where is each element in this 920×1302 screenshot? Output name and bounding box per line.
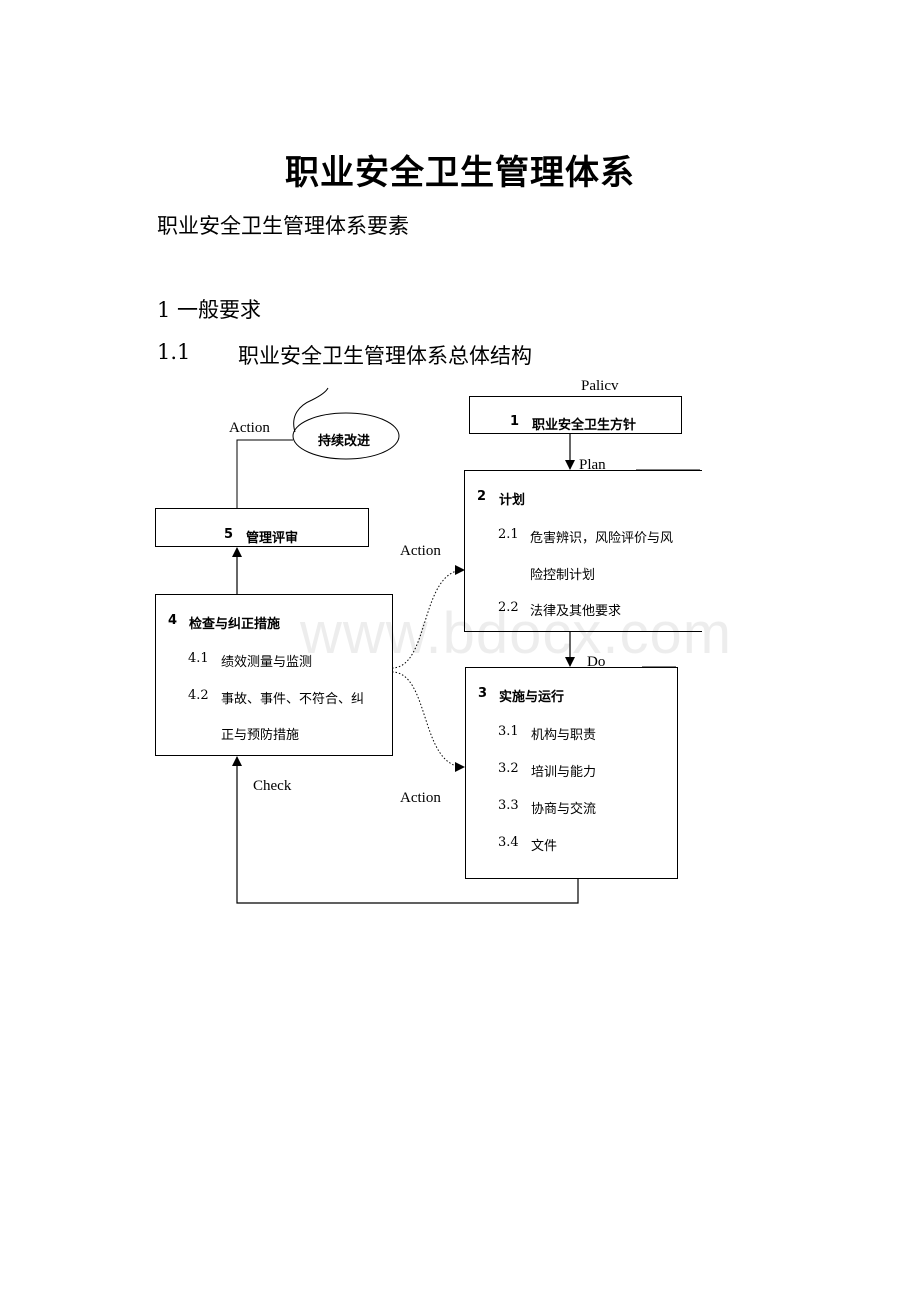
label-check: Check (253, 778, 292, 794)
section-heading-1: 1 一般要求 (157, 298, 262, 322)
label-policy: Palicv (581, 378, 619, 394)
section-number-1-1: 1.1 (157, 340, 191, 364)
checking-item-text: 绩效测量与监测 (221, 655, 313, 670)
box-review-title: 管理评审 (246, 531, 299, 546)
box-checking-title: 检查与纠正措施 (189, 617, 281, 632)
plan-item-number: 2.2 (498, 600, 519, 615)
continuous-improvement-ellipse (292, 412, 400, 460)
box-plan: 2 计划 2.1 危害辨识，风险评价与风 险控制计划 2.2 法律及其他要求 (464, 470, 702, 632)
page-title: 职业安全卫生管理体系 (285, 153, 635, 193)
dotted-arrow-action-to-do (391, 671, 465, 772)
label-do: Do (587, 654, 606, 670)
checking-item-number: 4.2 (188, 688, 209, 703)
watermark: www.bdocx.com (300, 601, 733, 666)
box-implementation-number: 3 (478, 686, 488, 701)
line-review-to-improvement (236, 439, 293, 508)
plan-item-text-cont: 险控制计划 (530, 568, 596, 583)
implementation-item-number: 3.2 (498, 761, 519, 776)
box-review-number: 5 (224, 527, 234, 542)
box-policy: 1 职业安全卫生方针 (469, 396, 682, 434)
implementation-item-text: 文件 (531, 839, 558, 854)
checking-item-text: 事故、事件、不符合、纠 (221, 692, 365, 707)
label-action-bottom: Action (400, 790, 441, 806)
implementation-item-number: 3.1 (498, 724, 519, 739)
box-plan-title: 计划 (499, 493, 526, 508)
box-plan-number: 2 (477, 489, 487, 504)
arrow-do-to-check (232, 756, 579, 904)
label-action-top: Action (229, 420, 270, 436)
box-implementation: 3 实施与运行 3.1 机构与职责 3.2 培训与能力 3.3 协商与交流 3.… (465, 667, 678, 879)
implementation-item-number: 3.4 (498, 835, 519, 850)
plan-item-number: 2.1 (498, 527, 519, 542)
box-policy-title: 职业安全卫生方针 (532, 418, 637, 433)
implementation-item-text: 培训与能力 (531, 765, 597, 780)
checking-item-number: 4.1 (188, 651, 209, 666)
implementation-item-text: 机构与职责 (531, 728, 597, 743)
checking-item-text-cont: 正与预防措施 (221, 728, 300, 743)
label-plan: Plan (579, 457, 606, 473)
implementation-item-text: 协商与交流 (531, 802, 597, 817)
continuous-improvement-label: 持续改进 (318, 434, 371, 449)
plan-item-text: 危害辨识，风险评价与风 (530, 531, 674, 546)
section-heading-1-1: 职业安全卫生管理体系总体结构 (238, 344, 532, 368)
box-policy-number: 1 (510, 414, 520, 429)
box-checking-number: 4 (168, 613, 178, 628)
box-checking: 4 检查与纠正措施 4.1 绩效测量与监测 4.2 事故、事件、不符合、纠 正与… (155, 594, 393, 756)
improvement-curl (293, 387, 329, 433)
box-management-review: 5 管理评审 (155, 508, 369, 547)
label-action-mid: Action (400, 543, 441, 559)
document-subtitle: 职业安全卫生管理体系要素 (157, 214, 409, 238)
plan-item-text: 法律及其他要求 (530, 604, 622, 619)
implementation-item-number: 3.3 (498, 798, 519, 813)
box-implementation-title: 实施与运行 (499, 690, 565, 705)
dotted-arrow-action-to-plan (391, 565, 465, 669)
